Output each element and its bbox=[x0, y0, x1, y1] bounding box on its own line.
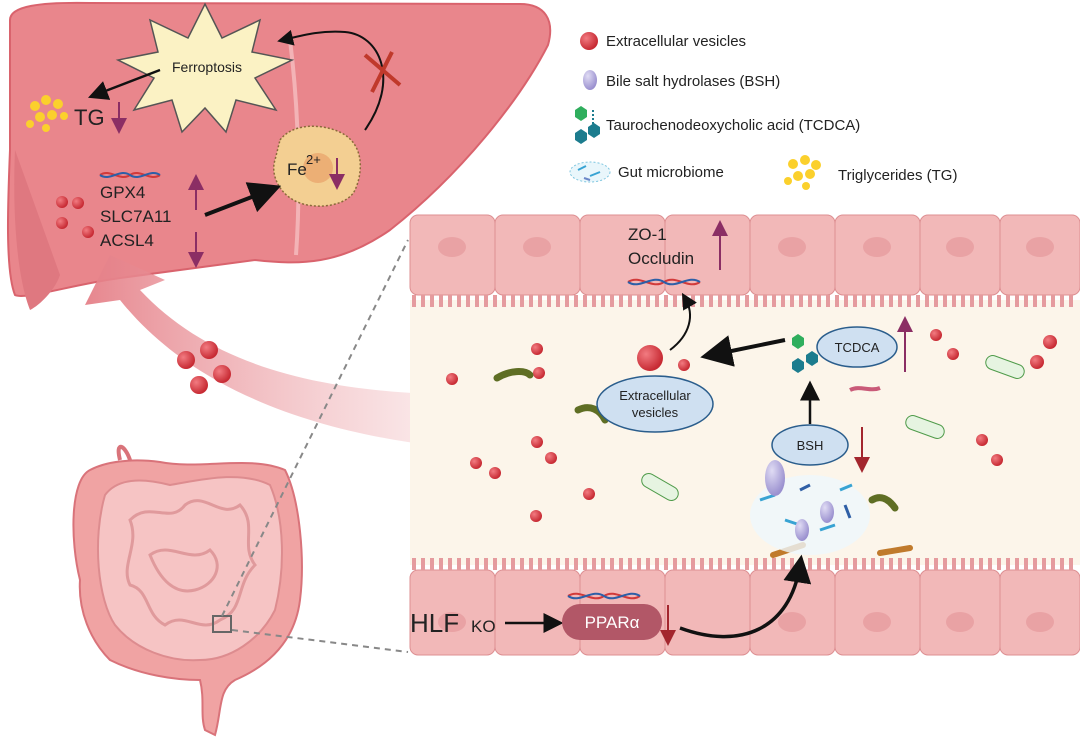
iron-cell: Fe 2+ bbox=[273, 125, 362, 207]
gene-acsl4: ACSL4 bbox=[100, 231, 154, 250]
hlf-label: HLF bbox=[410, 608, 459, 638]
dna-icon-ppar bbox=[567, 592, 641, 600]
ppar-label: PPARα bbox=[585, 613, 640, 632]
ev-oval-line2: vesicles bbox=[632, 405, 679, 420]
gut-panel: ZO-1 Occludin bbox=[409, 214, 1080, 656]
legend-bsh: Bile salt hydrolases (BSH) bbox=[606, 73, 780, 90]
liver-ev-cluster bbox=[56, 196, 94, 238]
dna-icon-gut bbox=[627, 278, 701, 286]
tcdca-oval bbox=[816, 326, 898, 368]
triglyceride-cluster bbox=[26, 95, 68, 132]
bottom-epithelium bbox=[409, 558, 1080, 656]
tcdca-to-ev-arrow bbox=[700, 335, 786, 367]
tg-legend-icon bbox=[784, 155, 821, 190]
gene-slc7a11: SLC7A11 bbox=[100, 207, 172, 226]
blocked-cross-icon bbox=[363, 51, 402, 93]
genes-to-fe-arrow bbox=[204, 182, 282, 217]
ev-oval-line1: Extracellular bbox=[619, 388, 691, 403]
dna-icon-liver bbox=[99, 172, 161, 178]
fe-label: Fe bbox=[287, 160, 307, 179]
tg-label: TG bbox=[74, 105, 105, 130]
tcdca-molecule-icon bbox=[792, 334, 818, 373]
fe-to-ferroptosis-arrow bbox=[277, 29, 385, 131]
ferroptosis-label: Ferroptosis bbox=[172, 59, 242, 75]
microbiome-icon bbox=[569, 161, 611, 183]
ko-label: KO bbox=[471, 617, 496, 636]
lumen-ev-cluster bbox=[446, 329, 1057, 522]
legend-tg: Triglycerides (TG) bbox=[838, 167, 957, 184]
legend-microbiome: Gut microbiome bbox=[618, 164, 724, 181]
fe-charge: 2+ bbox=[306, 152, 321, 167]
microbiome-cluster bbox=[750, 460, 870, 555]
zo1-label: ZO-1 bbox=[628, 225, 667, 244]
tcdca-oval-label: TCDCA bbox=[835, 340, 880, 355]
tcdca-icon bbox=[575, 106, 600, 144]
legend-ev: Extracellular vesicles bbox=[606, 33, 746, 50]
legend: Extracellular vesicles Bile salt hydrola… bbox=[569, 32, 957, 190]
bsh-oval-label: BSH bbox=[797, 438, 824, 453]
ev-oval bbox=[596, 375, 714, 433]
occludin-label: Occludin bbox=[628, 249, 694, 268]
ppar-box bbox=[562, 604, 662, 640]
ferroptosis-burst: Ferroptosis bbox=[115, 2, 295, 134]
ppar-to-microbiome-arrow bbox=[679, 554, 812, 639]
gene-gpx4: GPX4 bbox=[100, 183, 145, 202]
legend-tcdca: Taurochenodeoxycholic acid (TCDCA) bbox=[606, 117, 860, 134]
gut-to-liver-arrow bbox=[85, 255, 480, 450]
ferroptosis-to-tg-arrow bbox=[87, 68, 161, 100]
zoom-line-bottom bbox=[231, 629, 409, 653]
travelling-ev-cluster bbox=[177, 341, 231, 394]
top-epithelium bbox=[409, 214, 1080, 307]
intestine bbox=[72, 444, 303, 737]
ev-to-junction-arrow bbox=[669, 292, 697, 351]
bsh-oval bbox=[771, 424, 849, 466]
zoom-line-top bbox=[221, 239, 409, 617]
